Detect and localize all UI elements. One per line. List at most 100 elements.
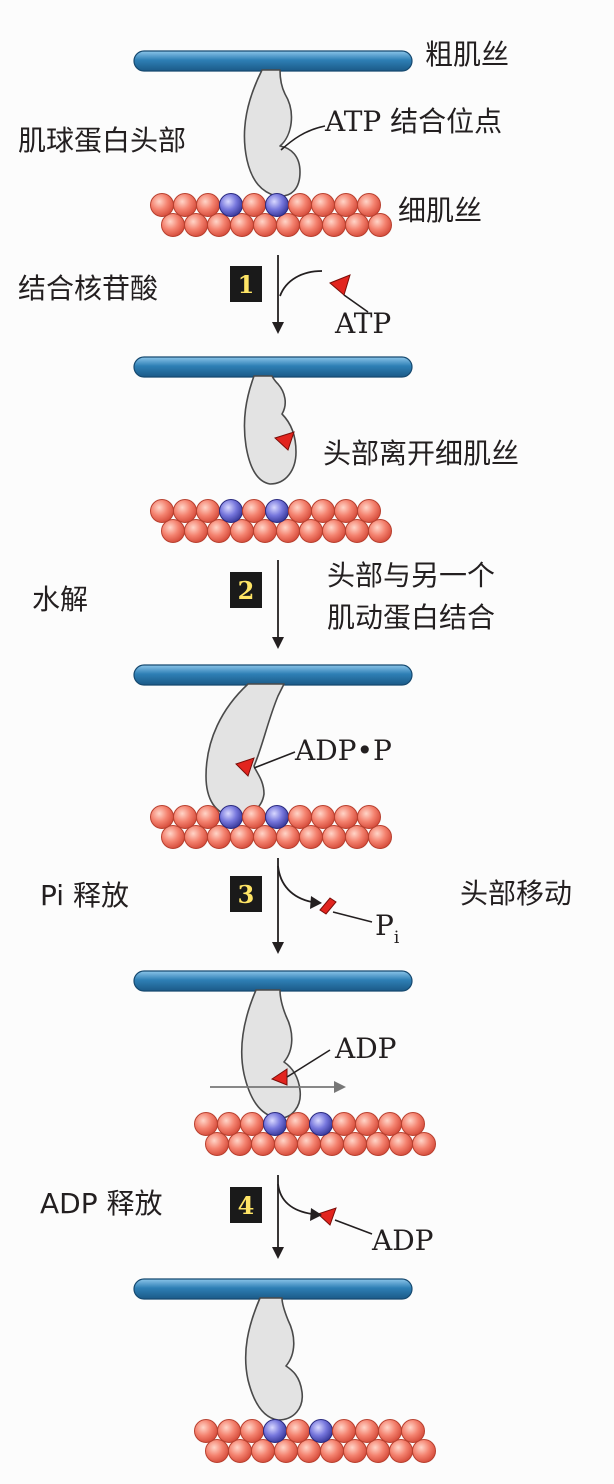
- actin-bead: [299, 519, 323, 543]
- thick-filaments: [133, 50, 413, 1300]
- labels: 粗肌丝 肌球蛋白头部 ATP 结合位点 细肌丝 结合核苷酸 ATP 头部离开细肌…: [18, 38, 572, 1257]
- myosin-head-shape: [244, 1297, 303, 1421]
- actin-bead: [332, 1419, 356, 1443]
- actin-bead: [196, 499, 220, 523]
- step-box-1: 1: [230, 266, 262, 302]
- myosin-head-label: 肌球蛋白头部: [18, 124, 186, 157]
- actin-bead: [240, 1419, 264, 1443]
- actin-bead: [311, 499, 335, 523]
- actin-bead: [343, 1439, 367, 1463]
- step3-arrowhead: [272, 942, 284, 954]
- actin-bead: [161, 825, 185, 849]
- actin-bead: [228, 1439, 252, 1463]
- actin-bead: [311, 193, 335, 217]
- actin-bead: [355, 1112, 379, 1136]
- actin-bead: [343, 1132, 367, 1156]
- step4-name: ADP 释放: [40, 1187, 163, 1220]
- adp-release-label: ADP: [371, 1224, 434, 1257]
- step-number-1: 1: [238, 270, 255, 299]
- actin-bead: [288, 499, 312, 523]
- actin-bead: [217, 1112, 241, 1136]
- actin-bead: [286, 1112, 310, 1136]
- actin-bead: [345, 213, 369, 237]
- actin-binding-bead: [309, 1112, 333, 1136]
- actin-bead: [368, 213, 392, 237]
- actin-bead: [334, 805, 358, 829]
- actin-bead: [230, 519, 254, 543]
- actin-bead: [320, 1132, 344, 1156]
- actin-bead: [401, 1419, 425, 1443]
- actin-bead: [322, 519, 346, 543]
- actin-bead: [286, 1419, 310, 1443]
- actin-bead: [299, 213, 323, 237]
- step-box-4: 4: [230, 1187, 262, 1223]
- actin-binding-bead: [263, 1419, 287, 1443]
- actin-binding-bead: [265, 805, 289, 829]
- actin-bead: [161, 519, 185, 543]
- step3-curve-head: [310, 896, 322, 909]
- actin-bead: [332, 1112, 356, 1136]
- atp-label: ATP: [334, 307, 391, 340]
- step-box-3: 3: [230, 876, 262, 912]
- step-number-4: 4: [238, 1191, 255, 1220]
- actin-bead: [253, 213, 277, 237]
- step-arrows: [277, 255, 323, 1250]
- step-number-2: 2: [238, 576, 255, 605]
- actin-bead: [276, 825, 300, 849]
- actin-bead: [150, 805, 174, 829]
- atp-site-pointer: [280, 125, 326, 151]
- thick-filament-rod: [133, 970, 413, 992]
- actin-bead: [194, 1112, 218, 1136]
- myosin-head-shape: [243, 375, 297, 485]
- actin-bead: [320, 1439, 344, 1463]
- actin-bead: [389, 1439, 413, 1463]
- step2-name: 水解: [32, 583, 88, 616]
- actin-bead: [207, 825, 231, 849]
- actin-bead: [274, 1132, 298, 1156]
- adp-p-label: ADP•P: [294, 734, 392, 767]
- step-number-3: 3: [238, 880, 255, 909]
- actin-bead: [322, 825, 346, 849]
- actin-bead: [253, 825, 277, 849]
- actin-bead: [230, 825, 254, 849]
- actin-bead: [322, 213, 346, 237]
- actin-bead: [276, 213, 300, 237]
- actin-bead: [357, 805, 381, 829]
- actin-bead: [288, 193, 312, 217]
- actin-binding-bead: [219, 193, 243, 217]
- bind-label-line1: 头部与另一个: [327, 559, 495, 592]
- pi-released-shape: [319, 897, 337, 915]
- actin-bead: [230, 213, 254, 237]
- actin-bead: [311, 805, 335, 829]
- actin-bead: [196, 805, 220, 829]
- actin-bead: [184, 825, 208, 849]
- actin-bead: [355, 1419, 379, 1443]
- thick-filament-rod: [133, 664, 413, 686]
- actin-bead: [150, 499, 174, 523]
- step1-curve-arrow: [279, 270, 323, 297]
- adp-p-triangle: [235, 757, 255, 777]
- actin-bead: [368, 519, 392, 543]
- actin-bead: [150, 193, 174, 217]
- pi-main: P: [375, 909, 394, 942]
- actin-binding-bead: [219, 499, 243, 523]
- actin-bead: [412, 1132, 436, 1156]
- actin-bead: [253, 519, 277, 543]
- myosin-head-shape: [240, 989, 301, 1119]
- step4-arrowhead: [272, 1247, 284, 1259]
- actin-bead: [228, 1132, 252, 1156]
- actin-bead: [205, 1439, 229, 1463]
- actin-bead: [288, 805, 312, 829]
- thick-filament-label: 粗肌丝: [425, 38, 509, 71]
- adp-p-pointer: [253, 751, 296, 769]
- myosin-heads: [205, 69, 303, 1421]
- actin-bead: [240, 1112, 264, 1136]
- thin-filaments: [150, 193, 436, 1463]
- actin-bead: [345, 825, 369, 849]
- actin-bead: [389, 1132, 413, 1156]
- actin-bead: [297, 1439, 321, 1463]
- actin-bead: [242, 193, 266, 217]
- atp-bound-triangle: [274, 431, 295, 451]
- actin-bead: [378, 1112, 402, 1136]
